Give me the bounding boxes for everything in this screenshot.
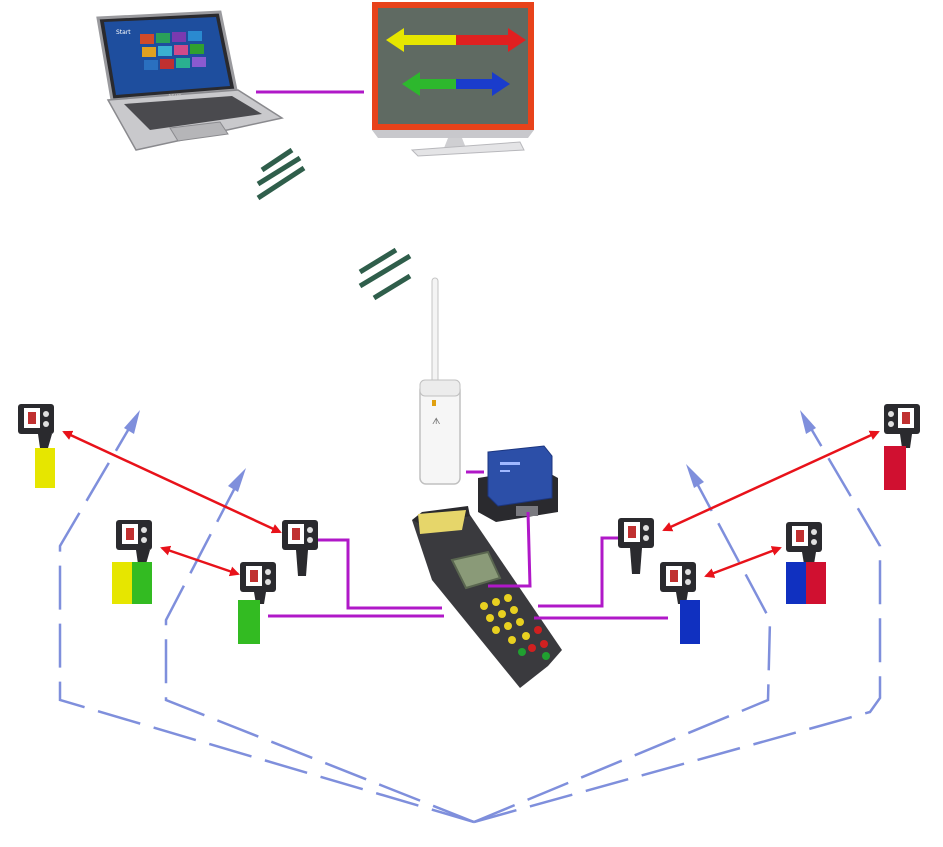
wireless-signal-icon (256, 147, 306, 201)
photocell-sensor-icon (116, 520, 152, 564)
wireless-access-point-icon: ᗑ (419, 277, 461, 485)
color-tag-red (806, 562, 826, 604)
color-tag-green (132, 562, 152, 604)
color-tag-red (884, 446, 906, 490)
serial-links (268, 470, 668, 620)
photocell-sensor-icon (618, 518, 654, 574)
color-tag-blue (786, 562, 806, 604)
monitor (372, 2, 534, 157)
serial-device-server-icon (478, 445, 558, 522)
handheld-keypad (480, 594, 550, 660)
photocell-sensor-icon (884, 404, 920, 448)
color-tag-yellow (35, 448, 55, 488)
photocell-sensor-icon (786, 522, 822, 564)
color-tag-blue (680, 600, 700, 644)
laptop-start-label: Start (116, 29, 131, 36)
laptop-brand-label: ASUS (168, 94, 181, 100)
infrared-links (62, 430, 880, 578)
photocell-sensor-icon (240, 562, 276, 604)
laptop: Start ASUS (96, 10, 284, 151)
color-tag-green (238, 600, 260, 644)
handheld-terminal-icon (412, 506, 562, 688)
optical-beam-arrowheads (124, 410, 816, 492)
laptop-screen-tiles (140, 31, 206, 70)
svg-text:ᗑ: ᗑ (432, 417, 441, 427)
sensor-color-tags (35, 446, 906, 644)
monitor-arrow-bottom (402, 72, 510, 96)
photocell-sensor-icon (660, 562, 696, 604)
wireless-signal-icon-lower (358, 247, 412, 301)
monitor-arrow-top (386, 28, 526, 52)
photocell-sensor-icon (282, 520, 318, 576)
photocell-sensor-icon (18, 404, 54, 448)
color-tag-yellow (112, 562, 132, 604)
